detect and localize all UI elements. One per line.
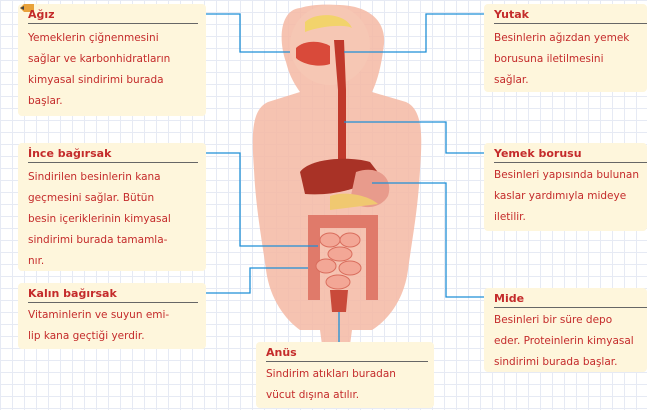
anus-rule — [266, 361, 428, 362]
rectum-shape — [330, 290, 348, 312]
yutak-body: Besinlerin ağızdan yemek borusuna iletil… — [494, 28, 641, 91]
agiz-line-2: sağlar ve karbonhidratların — [28, 49, 200, 70]
ince-line-2: geçmesini sağlar. Bütün — [28, 188, 200, 209]
yemek-title: Yemek borusu — [494, 147, 582, 160]
yemek-body: Besinleri yapısında bulunan kaslar yardı… — [494, 165, 647, 228]
ince-rule — [28, 162, 198, 163]
ince-line-1: Sindirilen besinlerin kana — [28, 167, 200, 188]
yutak-line-3: sağlar. — [494, 70, 641, 91]
kalin-line-1: Vitaminlerin ve suyun emi- — [28, 305, 200, 326]
kalin-line-2: lip kana geçtiği yerdir. — [28, 326, 200, 347]
anus-line-2: vücut dışına atılır. — [266, 385, 428, 406]
mide-line-3: sindirimi burada başlar. — [494, 352, 647, 373]
card-anus: Anüs Sindirim atıkları buradan vücut dış… — [256, 342, 434, 408]
yutak-line-1: Besinlerin ağızdan yemek — [494, 28, 641, 49]
agiz-line-1: Yemeklerin çiğnenmesini — [28, 28, 200, 49]
card-mide: Mide Besinleri bir süre depo eder. Prote… — [484, 288, 647, 372]
agiz-rule — [28, 23, 198, 24]
yemek-line-1: Besinleri yapısında bulunan — [494, 165, 647, 186]
mide-title: Mide — [494, 292, 524, 305]
agiz-body: Yemeklerin çiğnenmesini sağlar ve karbon… — [28, 28, 200, 112]
agiz-title: Ağız — [28, 8, 55, 21]
yutak-line-2: borusuna iletilmesini — [494, 49, 641, 70]
mide-line-1: Besinleri bir süre depo — [494, 310, 647, 331]
leader-agiz — [206, 14, 290, 52]
card-yemek: Yemek borusu Besinleri yapısında bulunan… — [484, 143, 647, 231]
kalin-body: Vitaminlerin ve suyun emi- lip kana geçt… — [28, 305, 200, 347]
yemek-line-3: iletilir. — [494, 207, 647, 228]
mide-line-2: eder. Proteinlerin kimyasal — [494, 331, 647, 352]
agiz-line-3: kimyasal sindirimi burada — [28, 70, 200, 91]
anus-line-1: Sindirim atıkları buradan — [266, 364, 428, 385]
card-agiz: Ağız Yemeklerin çiğnenmesini sağlar ve k… — [18, 4, 206, 116]
card-yutak: Yutak Besinlerin ağızdan yemek borusuna … — [484, 4, 647, 92]
mide-rule — [494, 307, 647, 308]
ince-line-3: besin içeriklerinin kimyasal — [28, 209, 200, 230]
ince-body: Sindirilen besinlerin kana geçmesini sağ… — [28, 167, 200, 272]
anus-title: Anüs — [266, 346, 297, 359]
yutak-title: Yutak — [494, 8, 529, 21]
card-kalin: Kalın bağırsak Vitaminlerin ve suyun emi… — [18, 283, 206, 349]
kalin-rule — [28, 302, 198, 303]
anus-body: Sindirim atıkları buradan vücut dışına a… — [266, 364, 428, 406]
ince-line-5: nır. — [28, 251, 200, 272]
yemek-line-2: kaslar yardımıyla mideye — [494, 186, 647, 207]
yemek-rule — [494, 162, 647, 163]
ince-title: İnce bağırsak — [28, 147, 111, 160]
agiz-line-4: başlar. — [28, 91, 200, 112]
card-ince: İnce bağırsak Sindirilen besinlerin kana… — [18, 143, 206, 271]
mide-body: Besinleri bir süre depo eder. Proteinler… — [494, 310, 647, 373]
kalin-title: Kalın bağırsak — [28, 287, 117, 300]
yutak-rule — [494, 23, 647, 24]
ince-line-4: sindirimi burada tamamla- — [28, 230, 200, 251]
